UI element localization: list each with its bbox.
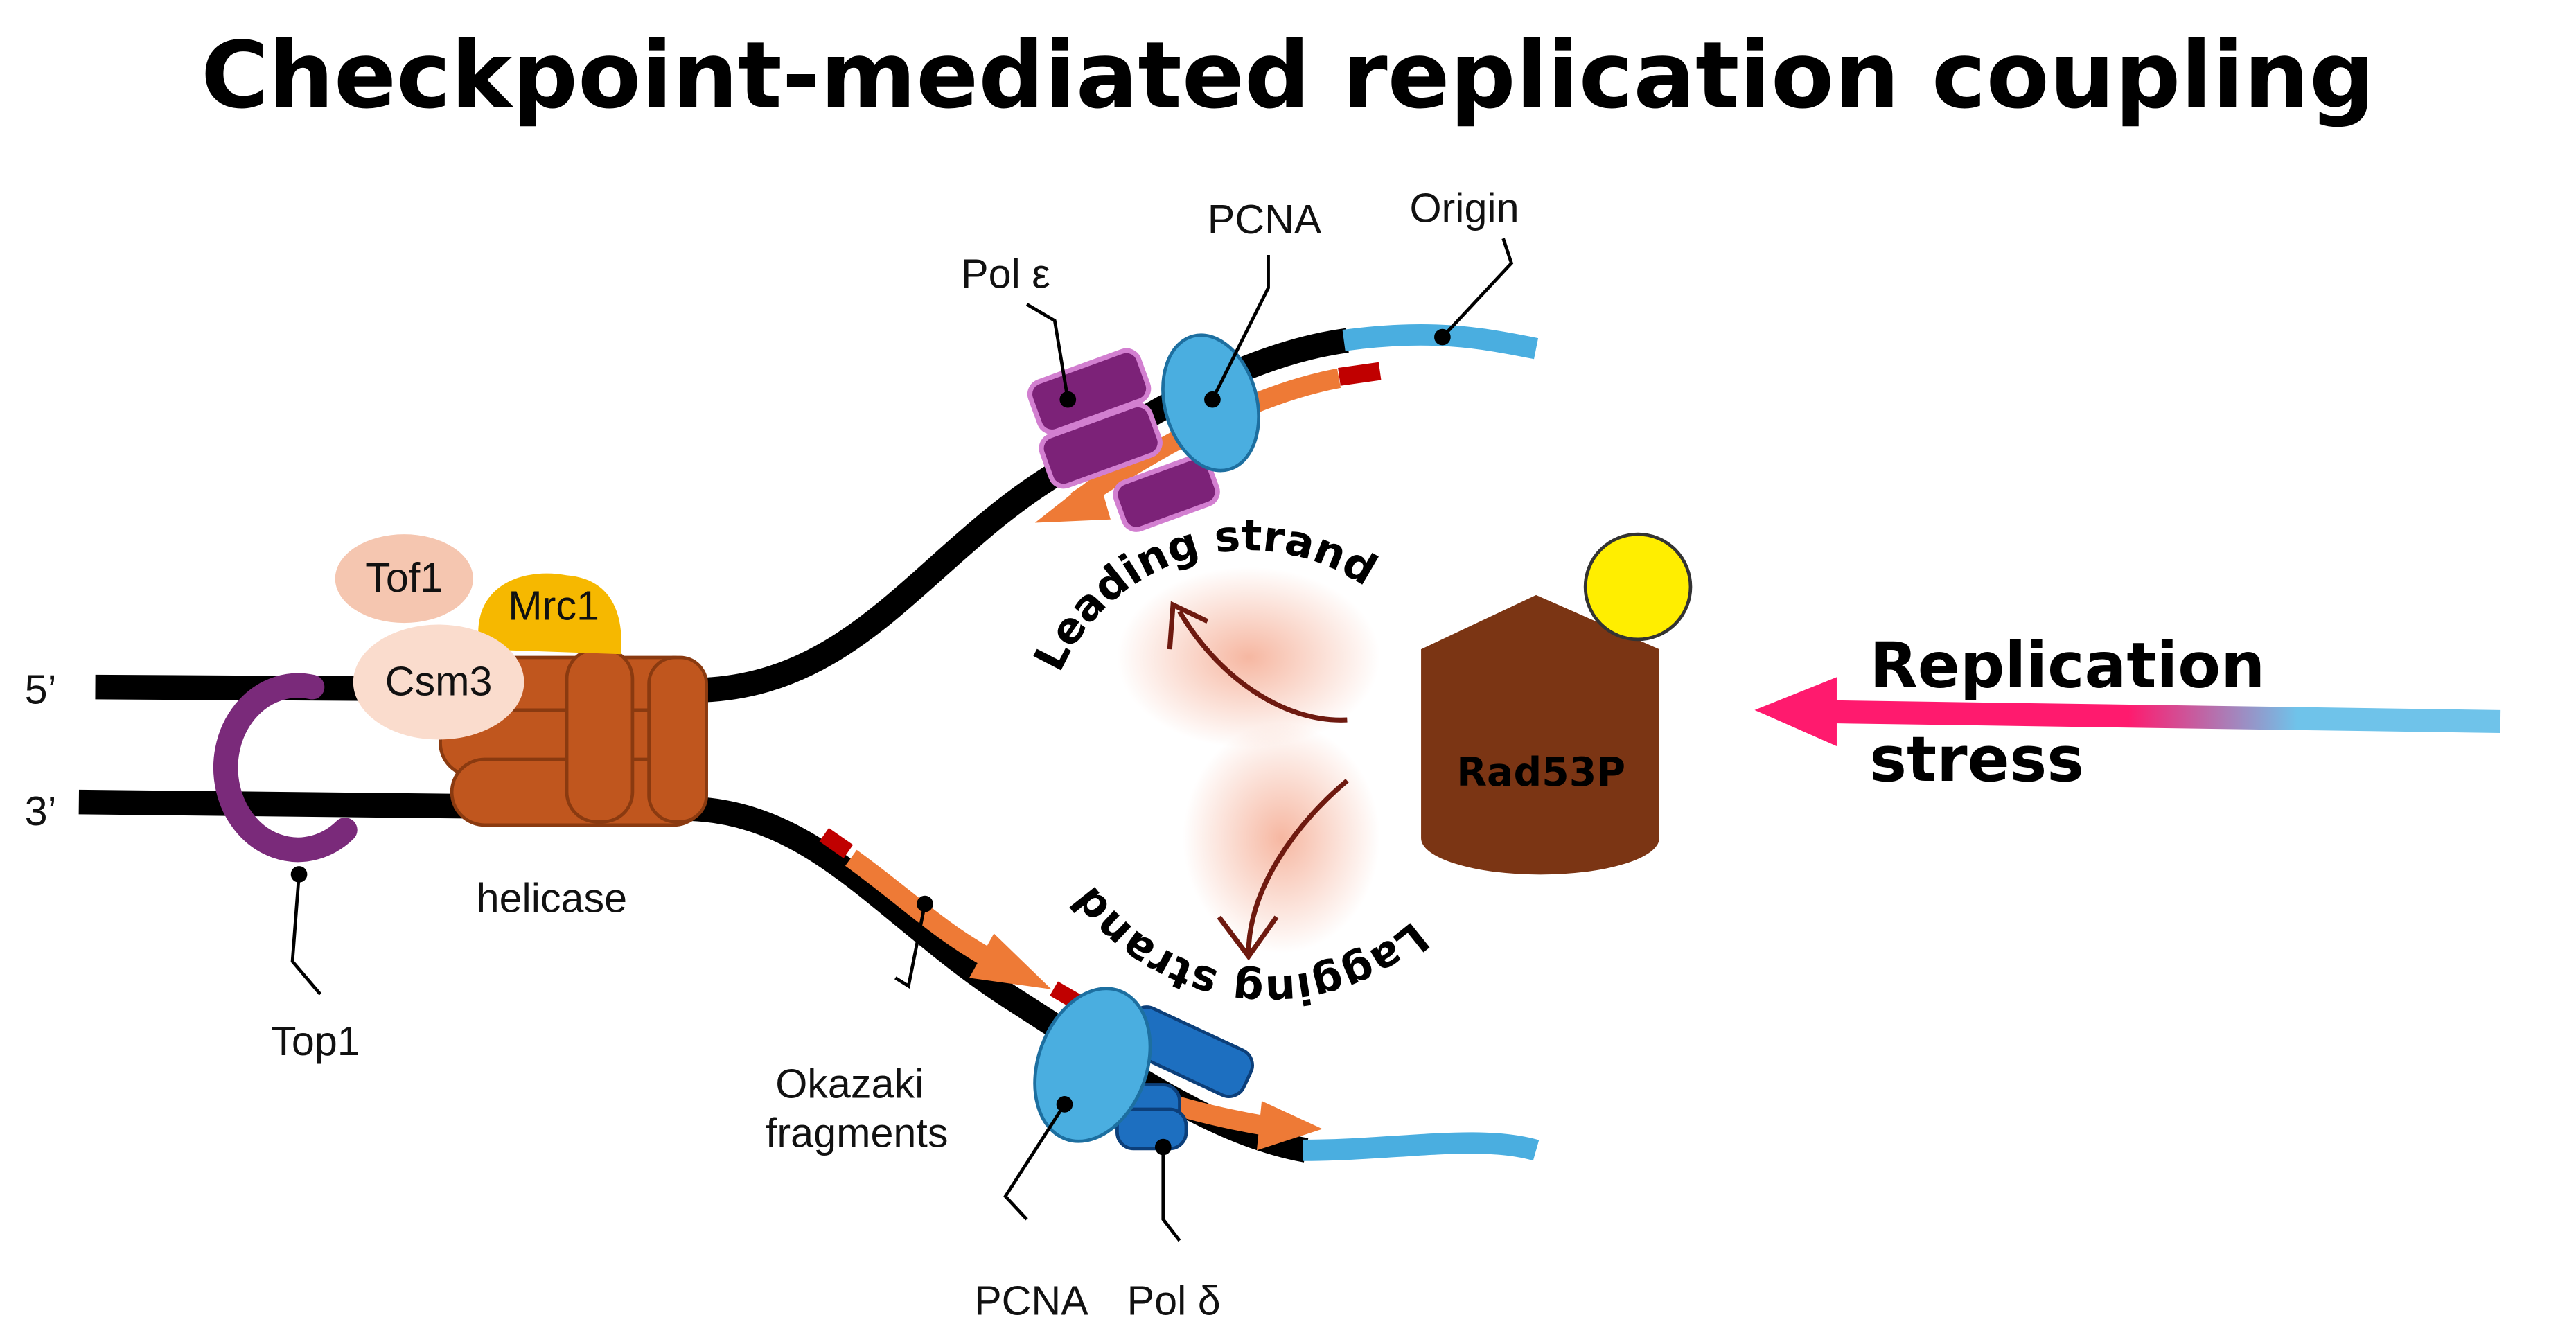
pol-delta-label: Pol δ	[1127, 1277, 1221, 1323]
top1-dot	[290, 866, 308, 883]
okazaki-arrowhead-1	[969, 933, 1052, 989]
pol-epsilon	[1027, 348, 1220, 532]
okazaki-fragment-1	[845, 849, 991, 965]
origin-dot	[1434, 328, 1451, 346]
origin-leader	[1441, 238, 1514, 339]
mrc1-label: Mrc1	[508, 582, 599, 628]
top1-clamp	[213, 673, 358, 863]
phosphate-circle	[1583, 532, 1693, 642]
signal-arrow-lagging	[1246, 779, 1349, 953]
tof1-protein	[335, 534, 473, 624]
stress-label-line1: Replication	[1869, 630, 2265, 703]
leading-arrowhead	[1034, 473, 1111, 523]
pcna-top-dot	[1204, 391, 1221, 408]
pcna-top-leader	[1210, 255, 1270, 400]
okazaki-leader	[894, 903, 927, 989]
stress-label-line2: stress	[1869, 723, 2083, 796]
csm3-protein	[353, 624, 524, 740]
rad53p-kinase	[1421, 532, 1693, 875]
signal-arrowhead-lagging	[1217, 915, 1279, 961]
signal-arrowhead-leading	[1167, 601, 1209, 650]
helicase-label: helicase	[477, 874, 627, 921]
rad53p-label: Rad53P	[1456, 750, 1625, 795]
okazaki-label-line1: Okazaki	[775, 1060, 924, 1106]
replication-stress-arrowhead	[1754, 677, 1837, 747]
pcna-bottom-label: PCNA	[974, 1277, 1088, 1323]
primer-top	[1338, 362, 1382, 386]
five-prime-label: 5’	[25, 666, 57, 712]
csm3-label: Csm3	[385, 657, 493, 704]
origin-label: Origin	[1409, 185, 1519, 231]
pol-epsilon-dot	[1059, 391, 1077, 408]
pcna-top-label: PCNA	[1208, 196, 1322, 242]
primer-okazaki-1	[819, 827, 854, 858]
pcna-bottom-leader	[1003, 1103, 1066, 1221]
origin-dna-bottom	[1303, 1132, 1540, 1161]
top1-leader	[290, 874, 322, 996]
signal-arrow-leading	[1177, 610, 1348, 723]
top1-label: Top1	[271, 1018, 360, 1064]
pcna-bottom-dot	[1056, 1096, 1073, 1113]
pol-epsilon-label: Pol ε	[961, 250, 1050, 297]
okazaki-dot	[917, 895, 933, 912]
diagram-title: Checkpoint-mediated replication coupling	[201, 23, 2375, 130]
okazaki-arrowhead-2	[1256, 1101, 1323, 1151]
tof1-label: Tof1	[365, 554, 443, 601]
mrc1-protein	[478, 573, 621, 655]
pol-delta-leader	[1161, 1147, 1181, 1242]
glow-lower	[1183, 723, 1380, 953]
pol-delta-dot	[1154, 1138, 1172, 1156]
three-prime-label: 3’	[25, 788, 57, 834]
replication-stress-arrow	[1823, 700, 2501, 734]
okazaki-label-line2: fragments	[766, 1110, 949, 1156]
pol-epsilon-leader	[1025, 303, 1070, 400]
